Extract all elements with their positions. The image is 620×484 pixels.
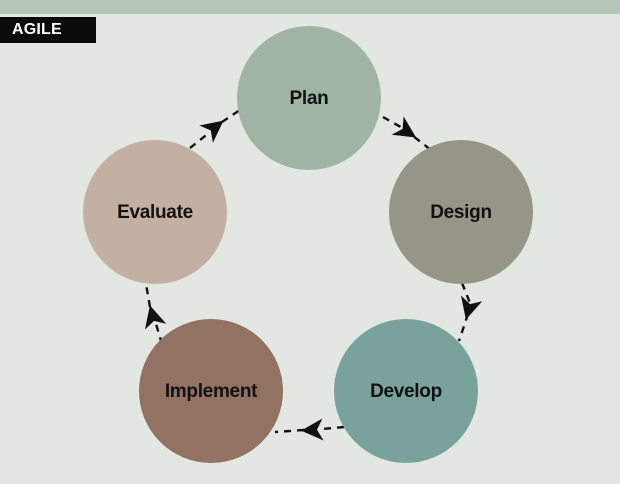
node-design: Design <box>389 140 533 284</box>
arrowhead-evaluate-to-plan <box>199 120 224 143</box>
node-develop-circle <box>334 319 478 463</box>
arrowhead-plan-to-design <box>391 116 417 138</box>
node-plan-circle <box>237 26 381 170</box>
node-implement-circle <box>139 319 283 463</box>
node-evaluate-circle <box>83 140 227 284</box>
connector-develop-to-implement-tail <box>274 428 305 434</box>
node-plan: Plan <box>237 26 381 170</box>
arrowhead-develop-to-implement <box>301 418 324 441</box>
arrowhead-implement-to-evaluate <box>144 305 167 330</box>
arrowhead-design-to-develop <box>460 295 483 320</box>
node-evaluate-label: Evaluate <box>117 202 193 223</box>
node-develop: Develop <box>334 319 478 463</box>
connector-evaluate-to-plan <box>189 131 211 149</box>
connector-evaluate-to-plan-tail <box>221 109 241 123</box>
node-implement: Implement <box>139 319 283 463</box>
connector-develop-to-implement <box>321 425 345 431</box>
node-plan-label: Plan <box>290 88 329 109</box>
connector-design-to-develop <box>460 282 472 304</box>
node-develop-label: Develop <box>370 381 442 402</box>
node-evaluate: Evaluate <box>83 140 227 284</box>
node-design-label: Design <box>430 202 492 223</box>
agile-tag: AGILE <box>0 17 96 43</box>
connector-plan-to-design <box>382 115 407 132</box>
cycle-arrowheads <box>144 116 483 441</box>
connector-implement-to-evaluate-tail <box>144 283 152 308</box>
top-band <box>0 0 620 14</box>
node-implement-label: Implement <box>165 381 258 402</box>
node-design-circle <box>389 140 533 284</box>
